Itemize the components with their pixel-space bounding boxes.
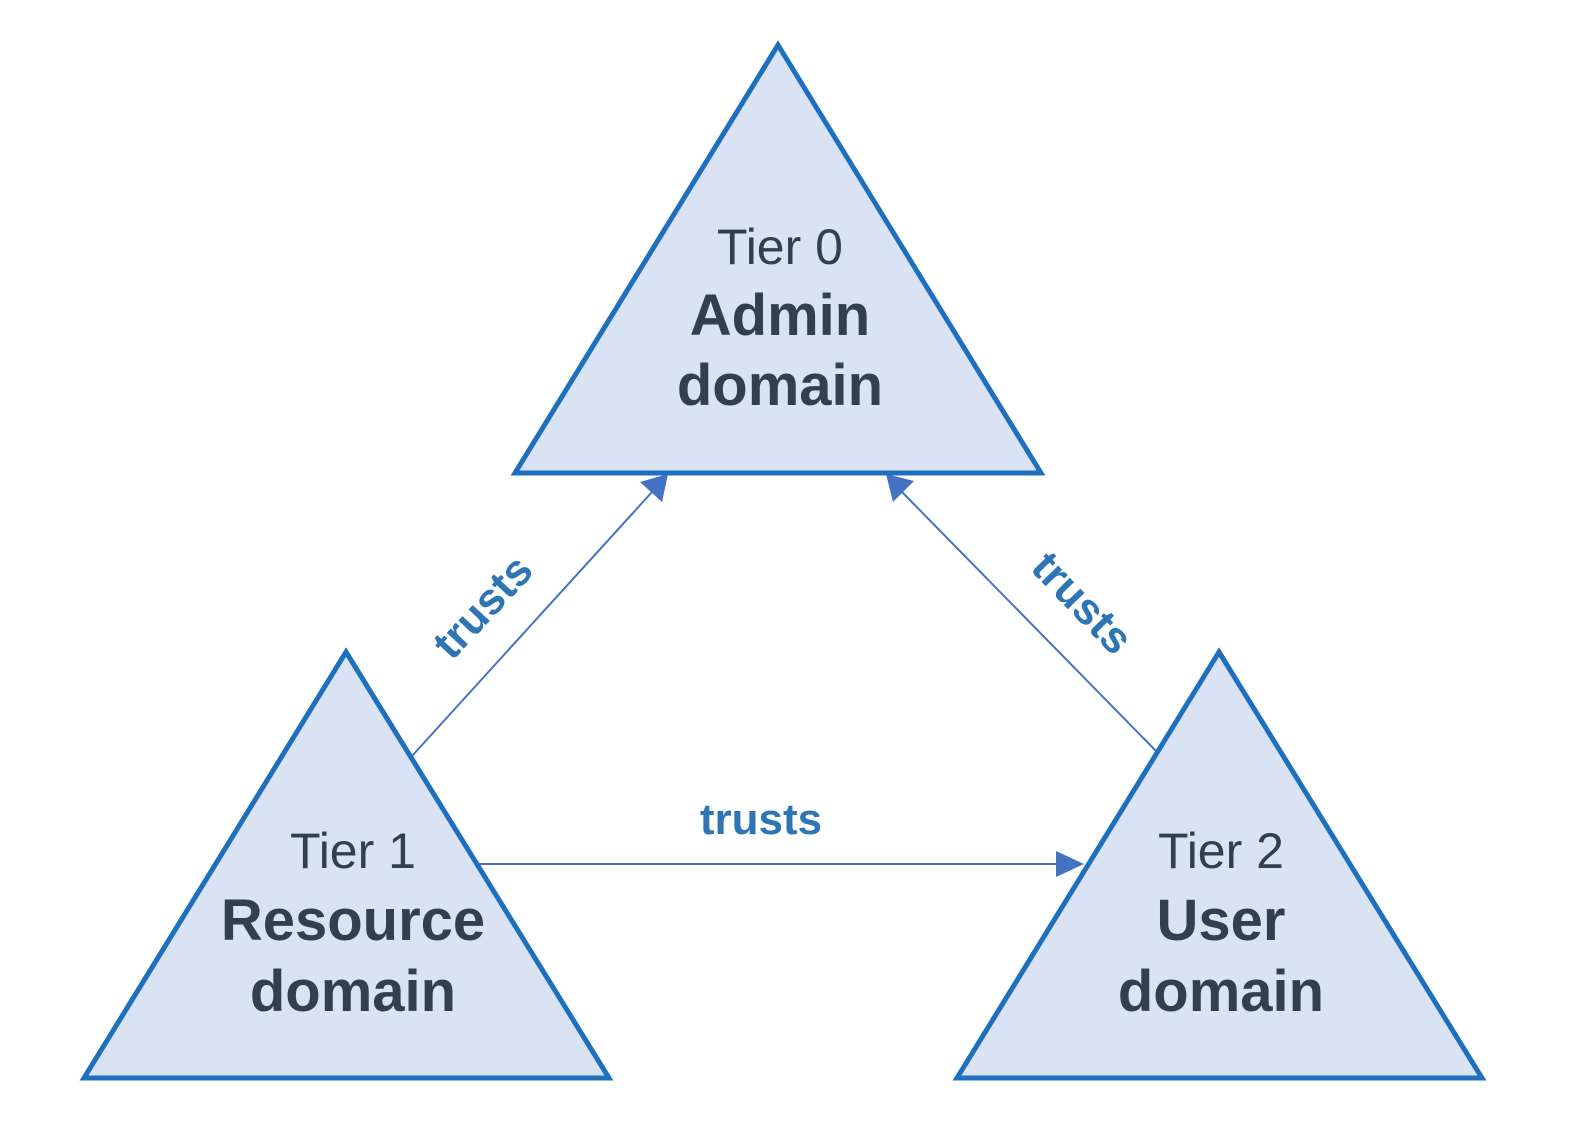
edge-tier2-to-tier0-arrowhead: [886, 474, 914, 502]
node-tier0: Tier 0 Admin domain: [510, 40, 1046, 476]
edge-tier1-to-tier2-arrowhead: [1056, 851, 1084, 877]
edge-tier1-to-tier2-label: trusts: [700, 795, 822, 844]
edge-tier1-to-tier0-line: [411, 491, 653, 757]
tier2-name-line2: domain: [1118, 959, 1324, 1024]
tier0-name-line1: Admin: [690, 283, 870, 348]
tier0-triangle: [510, 40, 1046, 476]
tier2-triangle: [952, 647, 1487, 1081]
tier0-tier-label: Tier 0: [717, 219, 843, 275]
tier0-name-line2: domain: [677, 353, 883, 418]
edge-tier1-to-tier0-arrowhead: [640, 474, 668, 502]
edge-tier1-to-tier0-label: trusts: [423, 546, 542, 669]
tier2-tier-label: Tier 2: [1158, 823, 1284, 879]
edge-tier2-to-tier0-label: trusts: [1022, 542, 1142, 664]
node-tier1: Tier 1 Resource domain: [79, 647, 614, 1081]
tier1-tier-label: Tier 1: [290, 823, 416, 879]
tier1-name-line1: Resource: [221, 888, 485, 953]
node-tier2: Tier 2 User domain: [952, 647, 1487, 1081]
tier1-triangle: [79, 647, 614, 1081]
tier1-name-line2: domain: [250, 959, 456, 1024]
edge-tier2-to-tier0-line: [901, 491, 1158, 753]
tier2-name-line1: User: [1157, 888, 1286, 953]
